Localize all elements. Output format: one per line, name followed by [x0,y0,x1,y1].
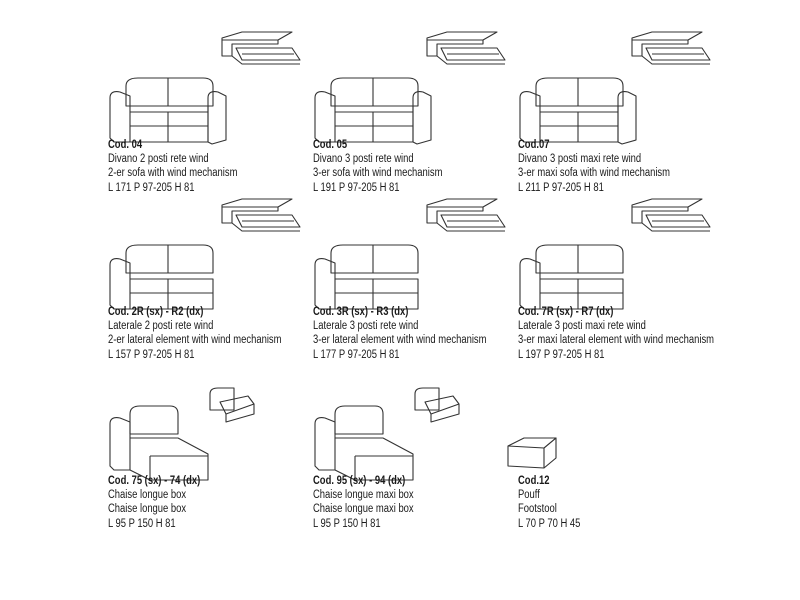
description-italian: Chaise longue maxi box [313,489,414,502]
product-item: Cod. 2R (sx) - R2 (dx) Laterale 2 posti r… [108,197,313,367]
description-english: 2-er sofa with wind mechanism [108,167,238,180]
product-illustration [507,437,557,469]
product-description: Cod. 7R (sx) - R7 (dx) Laterale 3 posti m… [518,305,714,362]
dimensions: L 191 P 97-205 H 81 [313,181,400,194]
product-item: Cod. 95 (sx) - 94 (dx) Chaise longue maxi… [313,366,518,536]
product-item: Cod. 7R (sx) - R7 (dx) Laterale 3 posti m… [518,197,723,367]
description-italian: Divano 3 posti rete wind [313,153,414,166]
description-english: 3-er maxi lateral element with wind mech… [518,334,715,347]
description-english: 2-er lateral element with wind mechanism [108,334,282,347]
product-code: Cod. 3R (sx) - R3 (dx) [313,306,409,318]
product-code: Cod.12 [518,475,550,487]
product-illustration [519,77,637,145]
lateral-drawing [314,244,419,310]
dimensions: L 171 P 97-205 H 81 [108,181,195,194]
dimensions: L 211 P 97-205 H 81 [518,181,604,194]
bed-illustration [631,31,711,65]
sofa-drawing [109,77,227,145]
description-italian: Chaise longue box [108,489,187,502]
bed-illustration [221,31,301,65]
dimensions: L 95 P 150 H 81 [108,517,176,530]
bed-illustration [426,31,506,65]
dimensions: L 157 P 97-205 H 81 [108,348,195,361]
description-english: 3-er maxi sofa with wind mechanism [518,167,670,180]
bed-mechanism-icon [426,31,506,65]
product-code: Cod. 7R (sx) - R7 (dx) [518,306,614,318]
product-code: Cod. 2R (sx) - R2 (dx) [108,306,204,318]
product-illustration [314,405,414,481]
chaise-storage-icon [209,387,255,423]
product-illustration [314,77,432,145]
sofa-drawing [519,77,637,145]
bed-illustration [221,198,301,232]
pouf-drawing [507,437,557,469]
bed-mechanism-icon [426,198,506,232]
bed-mechanism-icon [631,198,711,232]
sofa-drawing [314,77,432,145]
chaise-storage-icon [414,387,460,423]
description-english: 3-er lateral element with wind mechanism [313,334,487,347]
product-illustration [109,77,227,145]
product-illustration [314,244,419,310]
product-code: Cod. 04 [108,139,143,151]
description-italian: Divano 3 posti maxi rete wind [518,153,642,166]
product-illustration [109,244,214,310]
product-code: Cod. 05 [313,139,348,151]
product-description: Cod. 95 (sx) - 94 (dx) Chaise longue maxi… [313,474,414,531]
product-code: Cod. 95 (sx) - 94 (dx) [313,475,406,487]
chaise-drawing [314,405,414,481]
description-italian: Pouff [518,489,540,502]
product-description: Cod. 2R (sx) - R2 (dx) Laterale 2 posti r… [108,305,281,362]
dimensions: L 177 P 97-205 H 81 [313,348,400,361]
product-description: Cod. 3R (sx) - R3 (dx) Laterale 3 posti r… [313,305,486,362]
description-english: Footstool [518,503,557,516]
product-illustration [519,244,624,310]
lateral-drawing [519,244,624,310]
description-italian: Laterale 3 posti maxi rete wind [518,320,646,333]
bed-illustration [631,198,711,232]
description-english: 3-er sofa with wind mechanism [313,167,443,180]
product-item: Cod. 3R (sx) - R3 (dx) Laterale 3 posti r… [313,197,518,367]
product-code: Cod.07 [518,139,550,151]
description-italian: Laterale 3 posti rete wind [313,320,419,333]
dimensions: L 70 P 70 H 45 [518,517,581,530]
description-english: Chaise longue maxi box [313,503,414,516]
bed-mechanism-icon [631,31,711,65]
bed-illustration [426,198,506,232]
bed-illustration [414,387,460,423]
bed-mechanism-icon [221,198,301,232]
chaise-drawing [109,405,209,481]
dimensions: L 197 P 97-205 H 81 [518,348,605,361]
product-illustration [109,405,209,481]
lateral-drawing [109,244,214,310]
bed-mechanism-icon [221,31,301,65]
product-code: Cod. 75 (sx) - 74 (dx) [108,475,201,487]
description-italian: Divano 2 posti rete wind [108,153,209,166]
dimensions: L 95 P 150 H 81 [313,517,381,530]
bed-illustration [209,387,255,423]
description-italian: Laterale 2 posti rete wind [108,320,214,333]
description-english: Chaise longue box [108,503,187,516]
